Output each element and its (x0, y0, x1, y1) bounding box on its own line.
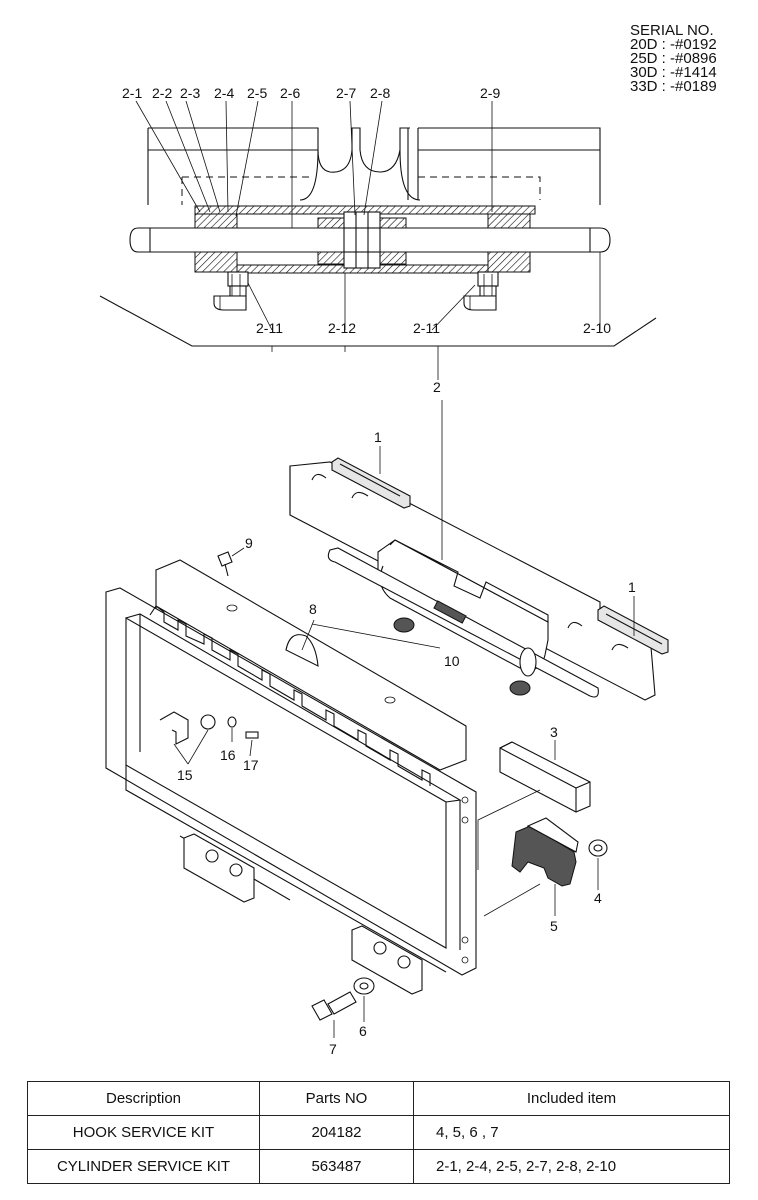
callout-2-6: 2-6 (280, 85, 300, 101)
row-description: CYLINDER SERVICE KIT (27, 1149, 260, 1184)
exploded-parts-diagram: 2-1 2-2 2-3 2-4 2-5 2-6 2-7 2-8 2-9 2-10… (99, 85, 669, 1057)
row-parts-no: 204182 (259, 1115, 414, 1150)
row-parts-no: 563487 (259, 1149, 414, 1184)
hydraulic-fitting-right (463, 271, 499, 311)
callout-5: 5 (550, 918, 558, 934)
hydraulic-fitting-left (213, 271, 249, 311)
callout-7: 7 (329, 1041, 337, 1057)
callout-3: 3 (550, 724, 558, 740)
callout-15: 15 (177, 767, 193, 783)
callout-2: 2 (433, 379, 441, 395)
callout-2-5: 2-5 (247, 85, 267, 101)
row-included-item: 2-1, 2-4, 2-5, 2-7, 2-8, 2-10 (413, 1149, 730, 1184)
header-included-item: Included item (413, 1081, 730, 1116)
callout-2-10: 2-10 (583, 320, 611, 336)
carriage-frame (105, 547, 608, 1038)
cylinder-assembly-exploded (289, 400, 669, 701)
row-included-item: 4, 5, 6 , 7 (413, 1115, 730, 1150)
callout-10: 10 (444, 653, 460, 669)
table-header-row: Description Parts NO Included item (27, 1081, 730, 1116)
serial-title: SERIAL NO. (630, 22, 714, 39)
callout-2-2: 2-2 (152, 85, 172, 101)
callout-2-4: 2-4 (214, 85, 234, 101)
callout-2-12: 2-12 (328, 320, 356, 336)
callout-2-11-right: 2-11 (413, 320, 440, 336)
callout-8: 8 (309, 601, 317, 617)
callout-1-right: 1 (628, 579, 636, 595)
callout-2-1: 2-1 (122, 85, 142, 101)
serial-number-block: SERIAL NO. 20D : -#0192 25D : -#0896 30D… (630, 22, 717, 95)
callout-2-7: 2-7 (336, 85, 356, 101)
serial-line-20d: 20D : -#0192 (630, 36, 717, 53)
table-row: CYLINDER SERVICE KIT 563487 2-1, 2-4, 2-… (27, 1149, 730, 1184)
serial-line-25d: 25D : -#0896 (630, 50, 717, 67)
callout-2-11-left: 2-11 (256, 320, 283, 336)
callout-4: 4 (594, 890, 602, 906)
row-description: HOOK SERVICE KIT (27, 1115, 260, 1150)
header-description: Description (27, 1081, 260, 1116)
callout-16: 16 (220, 747, 236, 763)
callout-9: 9 (245, 535, 253, 551)
cylinder-section-view (99, 100, 657, 380)
callout-2-3: 2-3 (180, 85, 200, 101)
serial-line-33d: 33D : -#0189 (630, 78, 717, 95)
callout-2-9: 2-9 (480, 85, 500, 101)
parts-table: Description Parts NO Included item HOOK … (27, 1081, 730, 1184)
callout-2-8: 2-8 (370, 85, 390, 101)
callout-17: 17 (243, 757, 259, 773)
header-parts-no: Parts NO (259, 1081, 414, 1116)
serial-line-30d: 30D : -#1414 (630, 64, 717, 81)
table-row: HOOK SERVICE KIT 204182 4, 5, 6 , 7 (27, 1115, 730, 1150)
callout-1-left: 1 (374, 429, 382, 445)
callout-6: 6 (359, 1023, 367, 1039)
